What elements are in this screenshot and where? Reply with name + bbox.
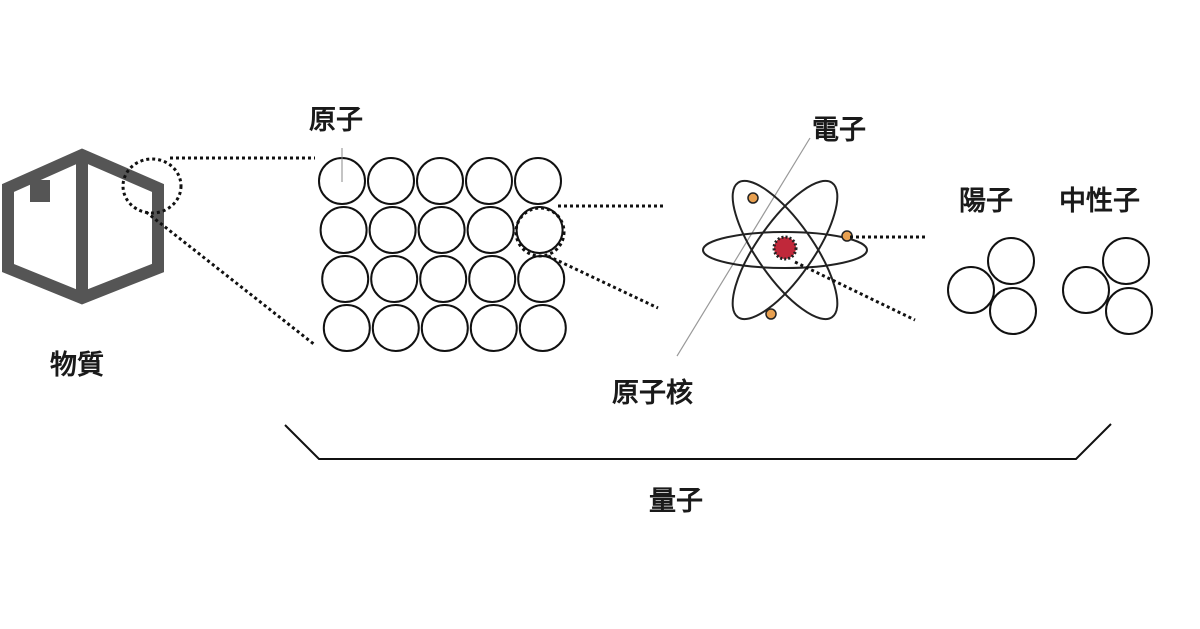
- electron-pointer: [676, 137, 811, 357]
- atom-circle: [368, 206, 417, 254]
- orbit-tilted-left: [731, 179, 839, 321]
- atom-grid: [318, 157, 567, 352]
- orbit-horizontal: [702, 231, 868, 269]
- atom-zoom-line-bottom: [547, 254, 659, 310]
- atom-circle: [465, 157, 513, 205]
- quantum-bracket: [284, 423, 1112, 460]
- atom-circle: [420, 304, 469, 352]
- zoom-line-bottom: [145, 210, 316, 347]
- box-tape: [30, 180, 50, 202]
- neutron-label: 中性子: [1059, 186, 1140, 217]
- atom-label: 原子: [309, 105, 363, 136]
- nucleus-zoom-line-bottom: [794, 260, 916, 322]
- atom-zoom-circle: [514, 206, 566, 258]
- atom-circle: [468, 255, 517, 303]
- quantum-label: 量子: [649, 486, 703, 517]
- atom-circle: [371, 304, 420, 352]
- orbit-tilted-right: [731, 179, 839, 321]
- atom-circle: [515, 206, 564, 254]
- atom-circle: [367, 157, 415, 205]
- atom-circle: [518, 304, 567, 352]
- matter-label: 物質: [50, 350, 104, 381]
- nucleus-dot: [772, 235, 798, 261]
- proton-cluster: [947, 237, 1037, 335]
- box-icon: [2, 148, 164, 305]
- atom-circle: [517, 255, 566, 303]
- atom-circle: [319, 206, 368, 254]
- atom-circle: [469, 304, 518, 352]
- atom-circle: [466, 206, 515, 254]
- neutron-cluster: [1062, 237, 1153, 335]
- atom-icon: [676, 137, 868, 357]
- electron-label: 電子: [812, 115, 866, 146]
- atom-circle: [370, 255, 419, 303]
- electron-dot: [765, 308, 777, 320]
- proton-label: 陽子: [959, 186, 1013, 217]
- nucleus-label: 原子核: [612, 378, 693, 409]
- atom-circle: [321, 255, 370, 303]
- box-zoom-circle: [121, 157, 183, 215]
- atom-circle: [514, 157, 562, 205]
- atom-circle: [416, 157, 464, 205]
- electron-dot: [747, 192, 759, 204]
- atom-circle: [417, 206, 466, 254]
- atom-circle: [322, 304, 371, 352]
- atom-circle: [419, 255, 468, 303]
